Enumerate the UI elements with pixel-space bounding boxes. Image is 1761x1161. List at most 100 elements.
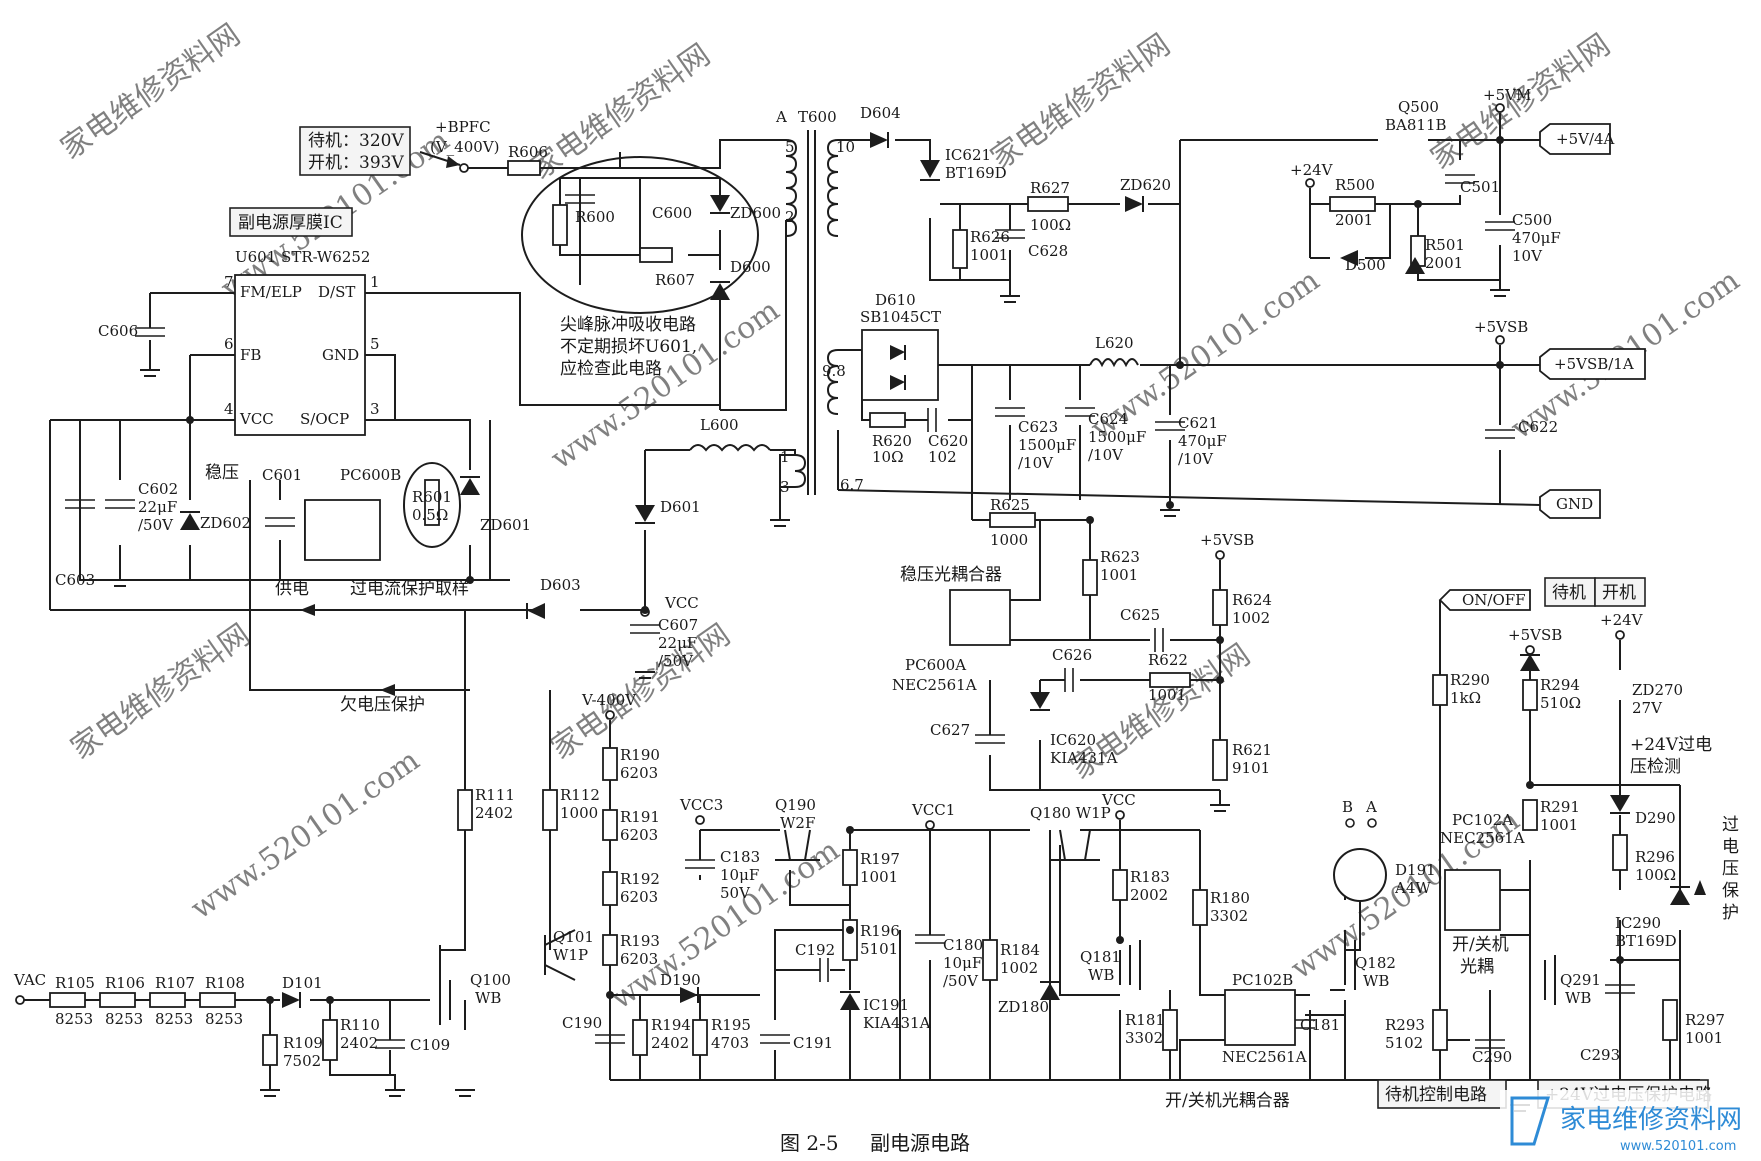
r111-label: R111 <box>475 786 515 804</box>
r180-symbol <box>1192 889 1208 926</box>
watermark: 家电维修资料网 <box>55 17 247 166</box>
u601-pinnum: 7 <box>224 273 234 291</box>
r184-symbol <box>982 939 998 981</box>
r196-value: 5101 <box>860 940 898 958</box>
c603-label: C603 <box>55 571 95 589</box>
r291-symbol <box>1522 799 1538 831</box>
regulate-note: 稳压 <box>205 463 239 483</box>
ic620-label: IC620 <box>1050 731 1096 749</box>
c621-value: 470μF <box>1178 432 1227 450</box>
u601-pin-fm: FM/ELP <box>240 283 302 301</box>
site-logo-text: 家电维修资料网 <box>1560 1105 1742 1135</box>
r194-symbol <box>632 1019 648 1056</box>
d610-type: SB1045CT <box>860 308 941 326</box>
port-5v-symbol <box>1539 123 1611 155</box>
u601-pinnum: 4 <box>224 400 234 418</box>
pc102b-label: PC102B <box>1232 971 1293 989</box>
watermark: www.520101.com <box>185 743 427 927</box>
r293-value: 5102 <box>1385 1034 1423 1052</box>
r297-label: R297 <box>1685 1011 1725 1029</box>
r607-symbol <box>639 247 673 263</box>
rail-bpfc: +BPFC <box>435 118 491 136</box>
pc600a-label: PC600A <box>905 656 966 674</box>
port-5v-label: +5V/4A <box>1556 130 1615 148</box>
reg-opto-note: 稳压光耦合器 <box>900 565 1002 585</box>
t600-pin: 3 <box>780 478 790 496</box>
thick-film-ic-box <box>229 207 353 237</box>
u601-pinnum: 1 <box>370 273 380 291</box>
port-gnd-label: GND <box>1556 495 1593 513</box>
u601-pinnum: 6 <box>224 335 234 353</box>
r197-symbol <box>842 849 858 886</box>
pc600a-symbol <box>949 589 1011 646</box>
c191-label: C191 <box>793 1034 833 1052</box>
rail-vcc-2: VCC <box>1101 791 1136 809</box>
r622-label: R622 <box>1148 651 1188 669</box>
standby-label: 待机 <box>1552 583 1586 603</box>
q291-label: Q291 <box>1560 971 1601 989</box>
r600-symbol <box>552 204 568 246</box>
c601-label: C601 <box>262 466 302 484</box>
d610-label: D610 <box>875 291 916 309</box>
c607-value: 22μF <box>658 634 697 652</box>
onoff-opto-note: 开/关机光耦合器 <box>1165 1091 1290 1111</box>
overvolt-note-5: 护 <box>1722 903 1739 923</box>
rail-vac: VAC <box>13 971 46 989</box>
c183-rating: 50V <box>720 884 751 902</box>
d600-label: D600 <box>730 258 771 276</box>
zd270-label: ZD270 <box>1632 681 1683 699</box>
ic191-label: IC191 <box>863 996 909 1014</box>
r110-symbol <box>322 1019 338 1061</box>
u601-pinnum: 3 <box>370 400 380 418</box>
r190-symbol <box>602 747 618 781</box>
ic621-type: BT169D <box>945 164 1007 182</box>
rail-5vsb-3: +5VSB <box>1508 626 1562 644</box>
port-5vsb-label: +5VSB/1A <box>1554 355 1634 373</box>
q101-type: W1P <box>553 946 588 964</box>
t600-pin: 2 <box>785 208 795 226</box>
c625-label: C625 <box>1120 606 1160 624</box>
r621-symbol <box>1212 739 1228 781</box>
q101-label: Q101 <box>553 928 594 946</box>
r107-symbol <box>149 992 186 1008</box>
c190-label: C190 <box>562 1014 602 1032</box>
c624-rating: /10V <box>1088 446 1124 464</box>
r105-symbol <box>49 992 86 1008</box>
supply-note: 供电 <box>275 579 309 599</box>
c192-label: C192 <box>795 941 835 959</box>
d290-label: D290 <box>1635 809 1676 827</box>
standby-control-box <box>1377 1079 1507 1109</box>
d603-label: D603 <box>540 576 581 594</box>
rail-vcc1: VCC1 <box>911 801 955 819</box>
t600-pin: 6.7 <box>840 476 864 494</box>
r627-value: 100Ω <box>1030 216 1071 234</box>
c109-label: C109 <box>410 1036 450 1054</box>
r108-label: R108 <box>205 974 245 992</box>
r624-label: R624 <box>1232 591 1272 609</box>
pc102a-type: NEC2561A <box>1440 829 1525 847</box>
uvp-note: 欠电压保护 <box>340 695 425 715</box>
r296-symbol <box>1612 834 1628 871</box>
c622-label: C622 <box>1518 418 1558 436</box>
r294-symbol <box>1522 679 1538 711</box>
r192-label: R192 <box>620 870 660 888</box>
r112-symbol <box>542 789 558 831</box>
c501-label: C501 <box>1460 178 1500 196</box>
zd602-label: ZD602 <box>200 514 251 532</box>
snubber-note-3: 应检查此电路 <box>560 359 662 379</box>
zd600-label: ZD600 <box>730 204 781 222</box>
r110-value: 2402 <box>340 1034 378 1052</box>
r625-label: R625 <box>990 496 1030 514</box>
r195-symbol <box>692 1019 708 1056</box>
c621-rating: /10V <box>1178 450 1214 468</box>
r111-symbol <box>457 789 473 831</box>
r184-label: R184 <box>1000 941 1040 959</box>
pc102b-symbol <box>1224 989 1296 1046</box>
d191-type: A4W <box>1394 879 1431 897</box>
r500-symbol <box>1329 196 1376 212</box>
r621-label: R621 <box>1232 741 1272 759</box>
r627-symbol <box>1027 196 1069 212</box>
r181-label: R181 <box>1125 1011 1165 1029</box>
caption-text: 副电源电路 <box>870 1131 970 1155</box>
